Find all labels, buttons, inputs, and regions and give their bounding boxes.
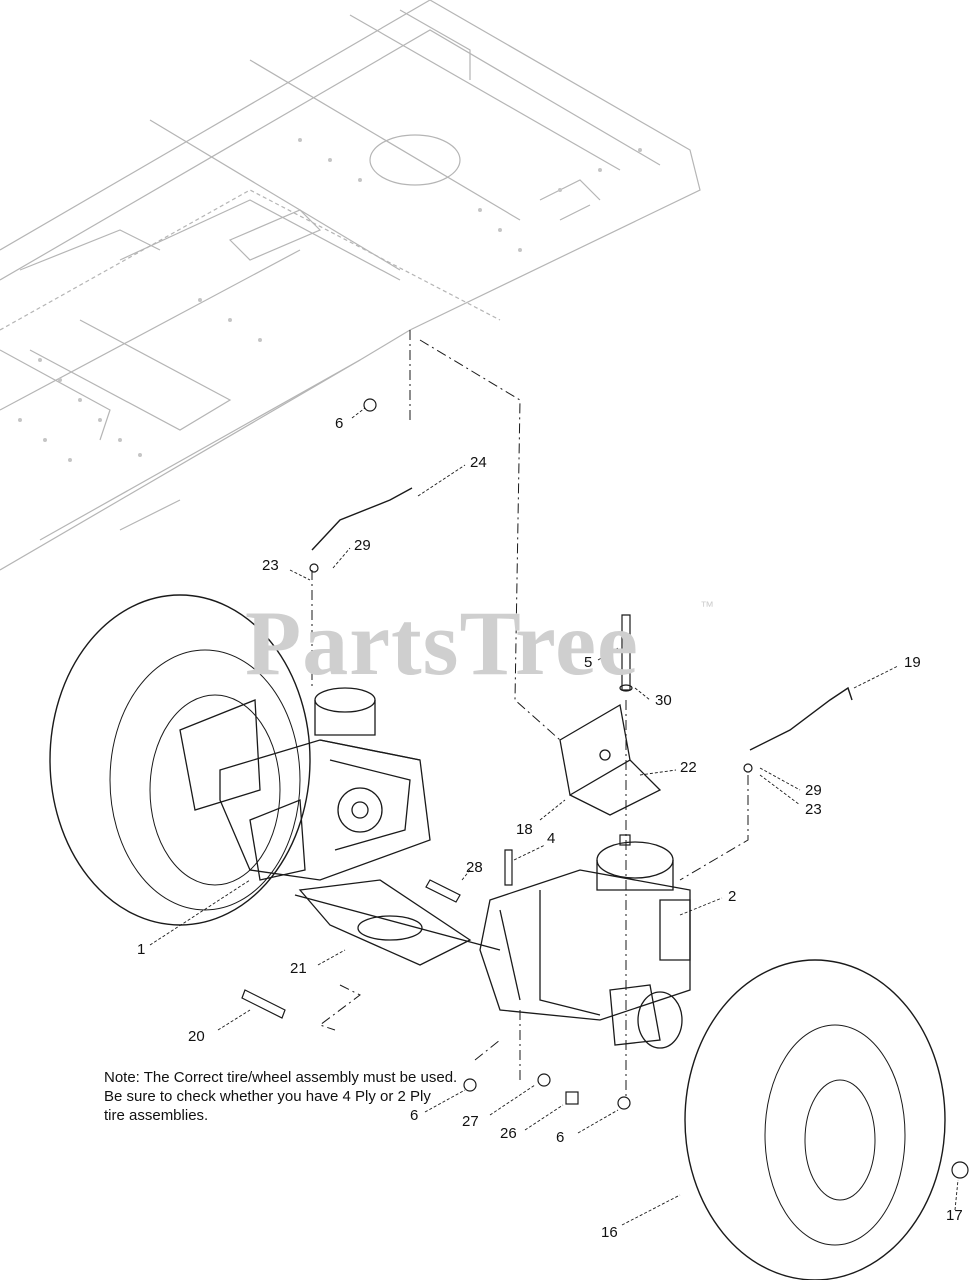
callout-30: 30 [655, 692, 672, 709]
callout-28: 28 [466, 859, 483, 876]
note-line-1: Note: The Correct tire/wheel assembly mu… [104, 1069, 458, 1086]
mount-bracket [559, 703, 662, 816]
callout-6-top: 6 [335, 415, 344, 432]
callout-23-left: 23 [262, 557, 279, 574]
frame-holes [18, 138, 642, 462]
callout-21: 21 [290, 960, 307, 977]
callout-17: 17 [946, 1207, 963, 1224]
callout-4: 4 [547, 830, 556, 847]
callout-6-bottom: 6 [556, 1129, 565, 1146]
callout-29-left: 29 [354, 537, 371, 554]
callout-1: 1 [137, 941, 146, 958]
assembly-lines [311, 330, 749, 1100]
control-rods [311, 487, 853, 751]
callout-16: 16 [601, 1224, 618, 1241]
note-line-2: Be sure to check whether you have 4 Ply … [104, 1088, 431, 1105]
callout-20: 20 [188, 1028, 205, 1045]
leader-lines [149, 407, 959, 1226]
partstree-watermark: PartsTree [245, 592, 639, 694]
callout-29-right: 29 [805, 782, 822, 799]
trademark-symbol: ™ [700, 598, 714, 614]
right-tire [684, 959, 946, 1280]
callout-24: 24 [470, 454, 487, 471]
right-transmission [479, 841, 691, 1049]
left-transmission [179, 687, 431, 881]
callout-26: 26 [500, 1125, 517, 1142]
tire-assembly-note: Note: The Correct tire/wheel assembly mu… [104, 1068, 544, 1125]
callout-6-mid: 6 [410, 1107, 419, 1124]
callout-2: 2 [728, 888, 737, 905]
callout-22: 22 [680, 759, 697, 776]
axle-bracket [294, 879, 501, 966]
note-line-3: tire assemblies. [104, 1107, 209, 1124]
callout-23-right: 23 [805, 801, 822, 818]
callout-18: 18 [516, 821, 533, 838]
mower-frame [0, 0, 701, 571]
callout-19: 19 [904, 654, 921, 671]
callout-5: 5 [584, 654, 593, 671]
callout-27: 27 [462, 1113, 479, 1130]
fasteners [241, 398, 969, 1179]
